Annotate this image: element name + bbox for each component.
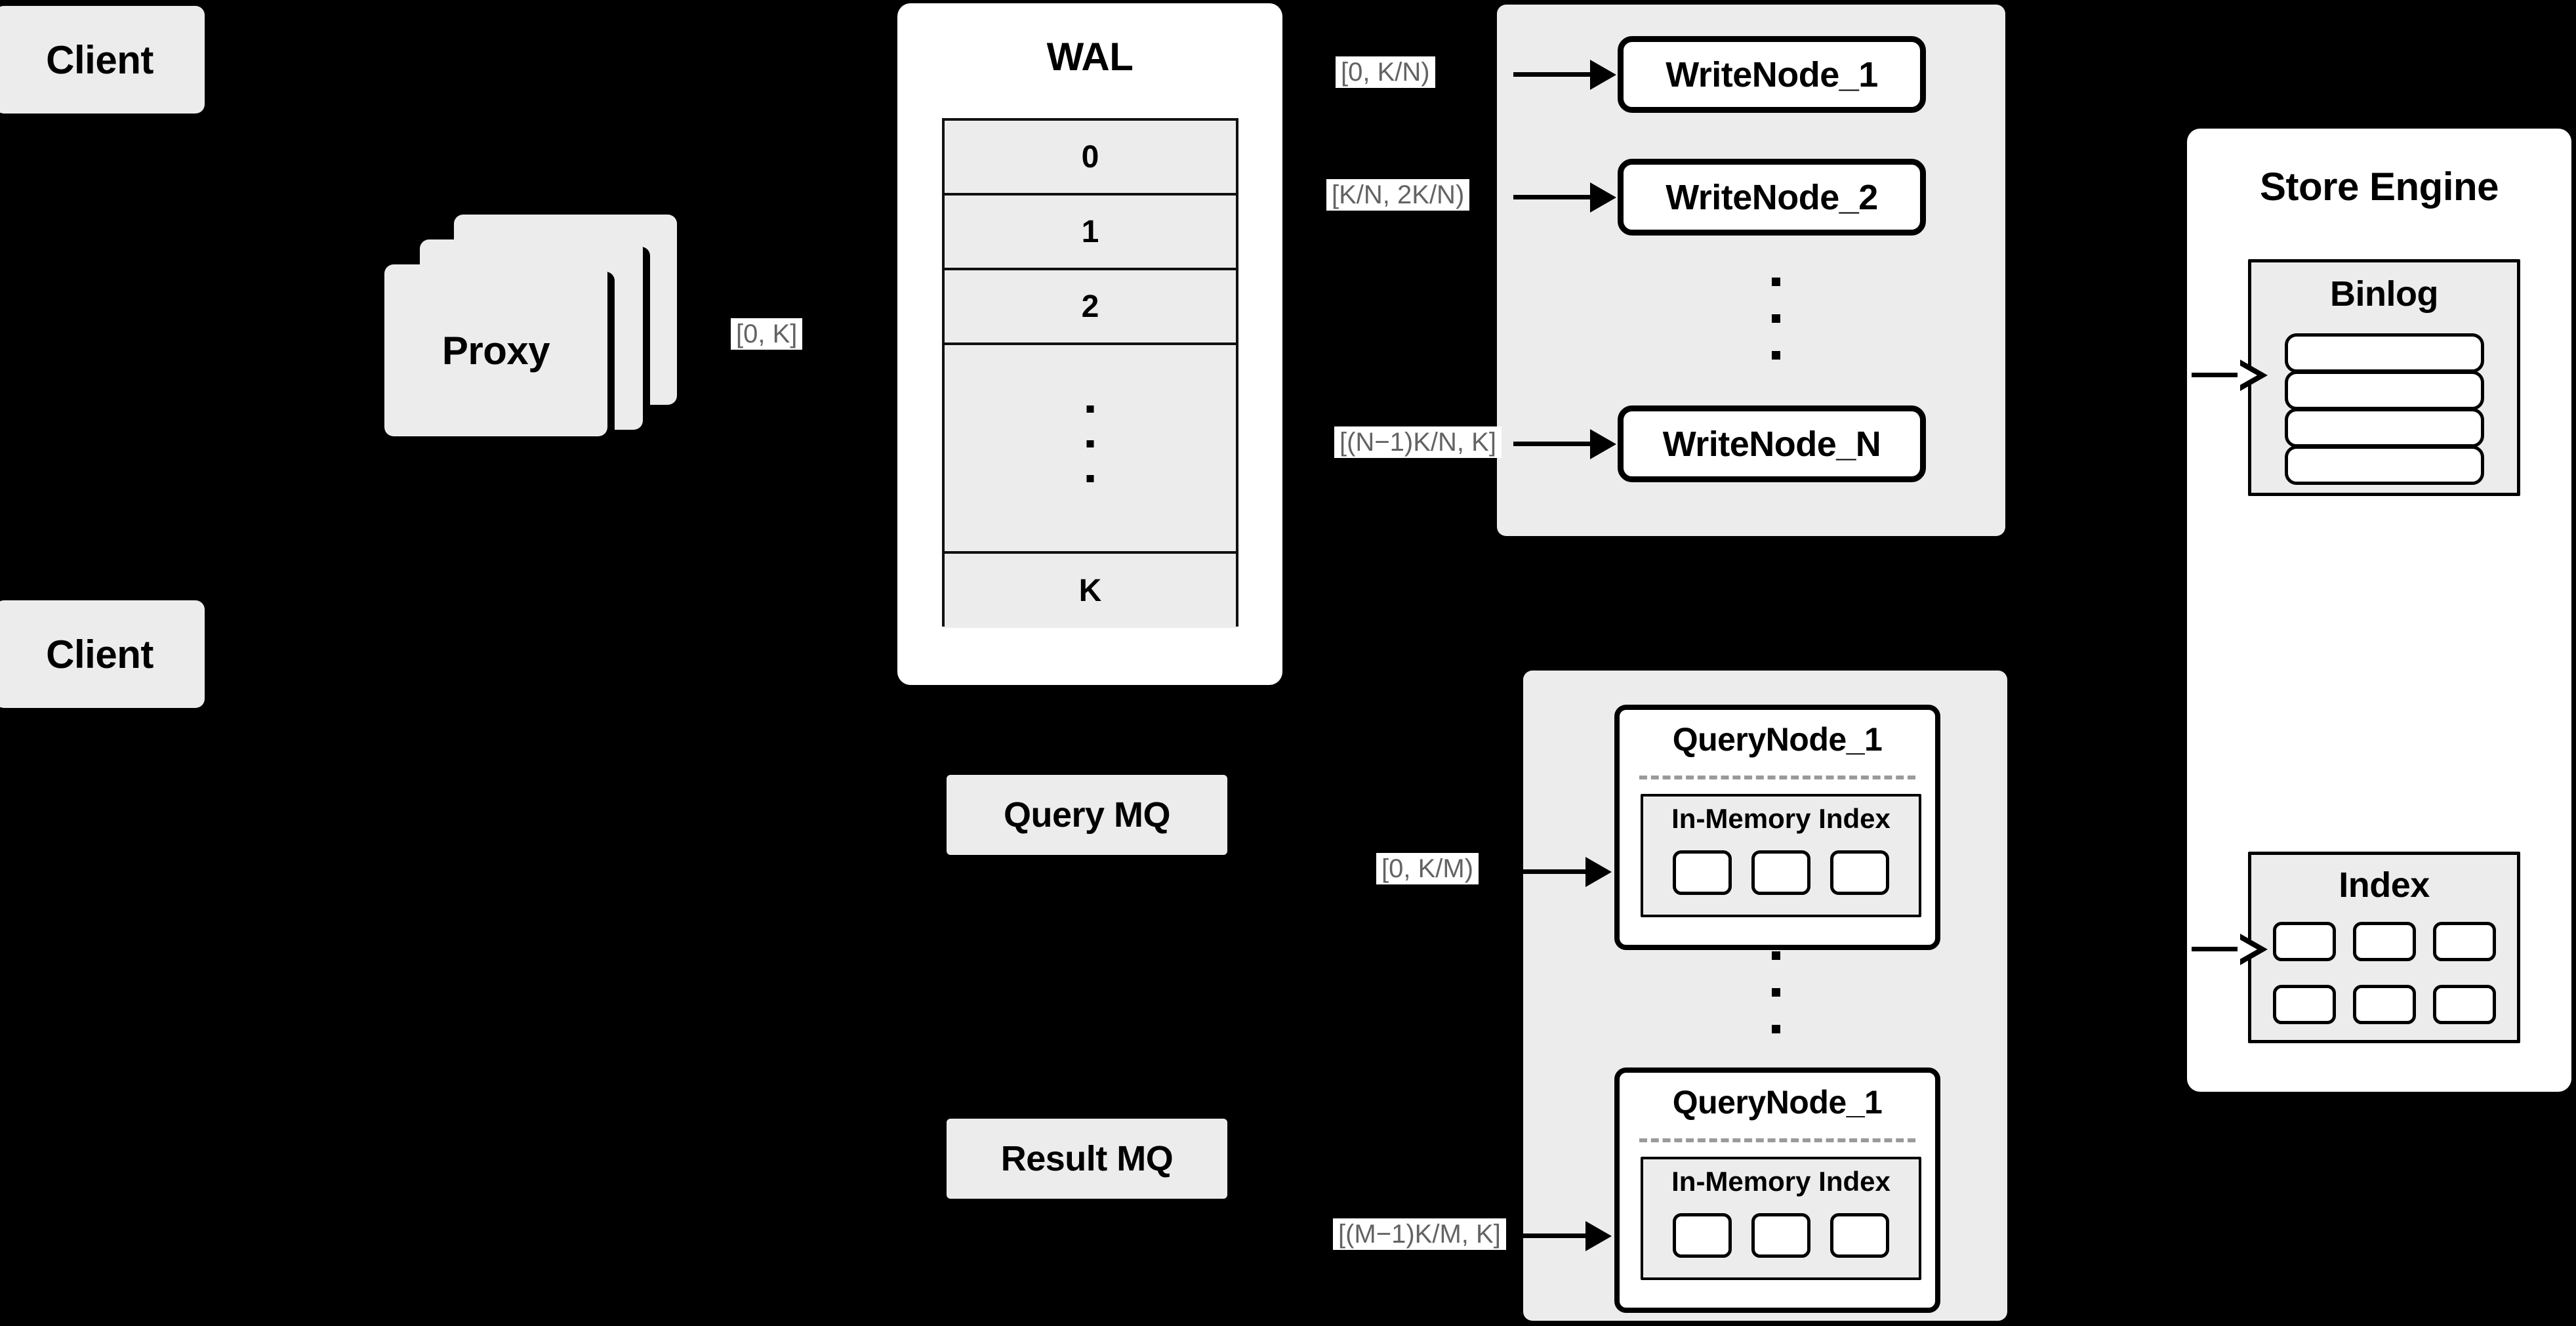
index-segment [1830, 1213, 1889, 1258]
write-node-2-range-label: [K/N, 2K/N) [1326, 179, 1470, 211]
wal-row: 2 [945, 270, 1236, 345]
wal-title: WAL [1046, 34, 1134, 79]
store-index-cell [2432, 922, 2496, 961]
query-node-1-arrow-line [1509, 869, 1587, 874]
client-box-1[interactable]: Client [0, 6, 205, 114]
wal-row: 1 [945, 196, 1236, 270]
store-index-cell [2352, 922, 2416, 961]
in-memory-index-box: In-Memory Index [1641, 794, 1921, 917]
query-mq-label: Query MQ [1003, 795, 1171, 835]
write-node-label: WriteNode_2 [1666, 177, 1878, 217]
query-node-2-range-label: [(M−1)K/M, K] [1333, 1218, 1506, 1250]
binlog-row [2284, 445, 2484, 485]
query-node-2[interactable]: QueryNode_1 In-Memory Index [1614, 1067, 1940, 1313]
store-index-box: Index [2248, 852, 2520, 1043]
query-mq-box[interactable]: Query MQ [947, 775, 1227, 855]
query-node-1[interactable]: QueryNode_1 In-Memory Index [1614, 705, 1940, 950]
store-index-cell [2272, 985, 2336, 1024]
store-index-cell [2352, 985, 2416, 1024]
in-memory-index-box: In-Memory Index [1641, 1157, 1921, 1280]
query-node-2-arrow-head-icon [1585, 1221, 1612, 1251]
binlog-box: Binlog [2248, 259, 2520, 496]
write-node-2[interactable]: WriteNode_2 [1618, 159, 1926, 236]
binlog-title: Binlog [2330, 274, 2438, 314]
query-node-divider [1639, 776, 1915, 779]
binlog-row [2284, 333, 2484, 373]
write-node-label: WriteNode_1 [1666, 54, 1878, 94]
wal-row-ellipsis [945, 345, 1236, 554]
wal-vertical-dots-icon [1086, 405, 1094, 482]
store-index-cell [2272, 922, 2336, 961]
write-node-1-arrow-head-icon [1590, 60, 1616, 90]
wal-row: 0 [945, 121, 1236, 196]
query-node-divider [1639, 1138, 1915, 1142]
store-index-title: Index [2339, 865, 2430, 905]
store-index-arrow-line [2192, 947, 2244, 951]
query-node-2-arrow-line [1509, 1233, 1587, 1238]
write-node-1[interactable]: WriteNode_1 [1618, 36, 1926, 113]
binlog-arrow-head-icon [2238, 360, 2268, 391]
write-node-2-arrow-line [1513, 195, 1592, 199]
proxy-range-label: [0, K] [731, 318, 803, 350]
write-node-n[interactable]: WriteNode_N [1618, 405, 1926, 482]
write-node-label: WriteNode_N [1662, 424, 1881, 464]
client-box-2[interactable]: Client [0, 600, 205, 708]
binlog-row [2284, 408, 2484, 447]
result-mq-box[interactable]: Result MQ [947, 1119, 1227, 1199]
index-segment [1673, 1213, 1732, 1258]
client-label: Client [46, 632, 153, 676]
store-index-arrow-head-icon [2238, 934, 2268, 965]
index-segment [1751, 1213, 1810, 1258]
proxy-card-front[interactable]: Proxy [384, 264, 607, 436]
write-node-1-range-label: [0, K/N) [1336, 56, 1435, 88]
query-node-1-arrow-head-icon [1585, 857, 1612, 887]
proxy-label: Proxy [441, 328, 550, 373]
wal-table: 0 1 2 K [942, 118, 1238, 628]
write-cluster-vertical-dots-icon [1772, 278, 1780, 360]
write-node-n-range-label: [(N−1)K/N, K] [1334, 426, 1502, 458]
write-node-n-arrow-head-icon [1590, 429, 1616, 459]
binlog-row [2284, 371, 2484, 410]
write-node-2-arrow-head-icon [1590, 182, 1616, 213]
store-engine-title: Store Engine [2259, 164, 2499, 209]
write-node-n-arrow-line [1513, 442, 1592, 446]
query-cluster-vertical-dots-icon [1772, 951, 1780, 1033]
binlog-arrow-line [2192, 373, 2244, 377]
index-segment [1751, 850, 1810, 895]
in-memory-index-title: In-Memory Index [1671, 1166, 1891, 1197]
store-index-cell [2432, 985, 2496, 1024]
index-segment [1830, 850, 1889, 895]
in-memory-index-title: In-Memory Index [1671, 803, 1891, 834]
wal-row: K [945, 554, 1236, 628]
query-node-title: QueryNode_1 [1672, 721, 1883, 758]
query-node-1-range-label: [0, K/M) [1376, 853, 1479, 884]
query-node-title: QueryNode_1 [1672, 1084, 1883, 1121]
result-mq-label: Result MQ [1000, 1139, 1174, 1178]
write-node-1-arrow-line [1513, 72, 1592, 77]
index-segment [1673, 850, 1732, 895]
client-label: Client [46, 37, 153, 82]
